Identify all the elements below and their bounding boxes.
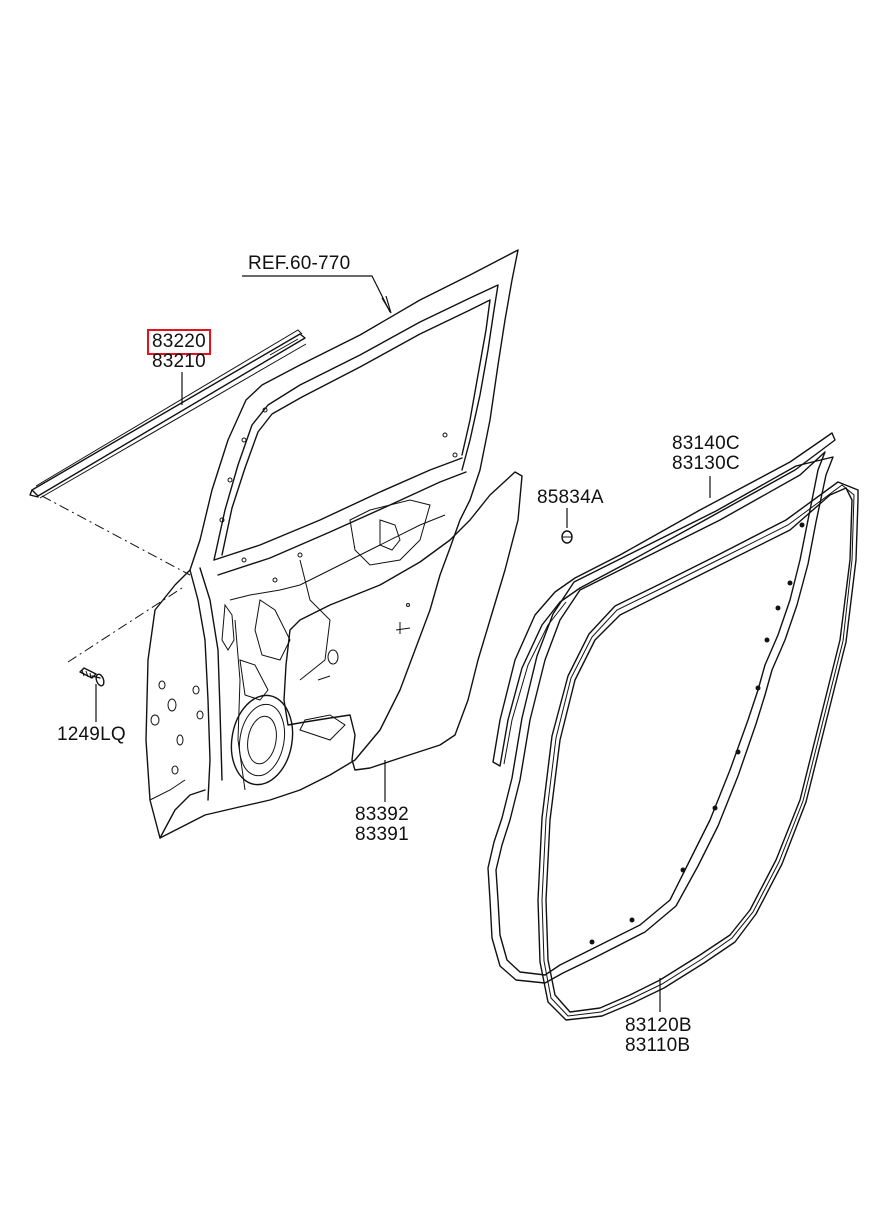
label-part-83120b[interactable]: 83120B (625, 1015, 692, 1036)
clip-part (561, 530, 573, 544)
assembly-line-bolt (67, 587, 183, 663)
door-weatherstrip (487, 451, 859, 1021)
door-film-sheet (283, 471, 523, 771)
label-part-83210[interactable]: 83210 (152, 351, 206, 372)
door-panel (145, 249, 519, 839)
label-part-83220[interactable]: 83220 (147, 329, 211, 355)
label-part-83391[interactable]: 83391 (355, 824, 409, 845)
belt-molding (29, 329, 307, 499)
outer-weatherstrip (492, 432, 836, 767)
label-ref: REF.60-770 (248, 253, 351, 274)
label-part-1249lq[interactable]: 1249LQ (57, 724, 126, 745)
assembly-line-molding (41, 495, 191, 576)
label-part-83140c[interactable]: 83140C (672, 433, 740, 454)
bolt-part (79, 667, 105, 687)
label-part-83392[interactable]: 83392 (355, 804, 409, 825)
label-part-83110b[interactable]: 83110B (625, 1035, 691, 1056)
leader-lines (95, 275, 711, 1012)
label-part-83130c[interactable]: 83130C (672, 453, 740, 474)
label-part-85834a[interactable]: 85834A (537, 487, 604, 508)
